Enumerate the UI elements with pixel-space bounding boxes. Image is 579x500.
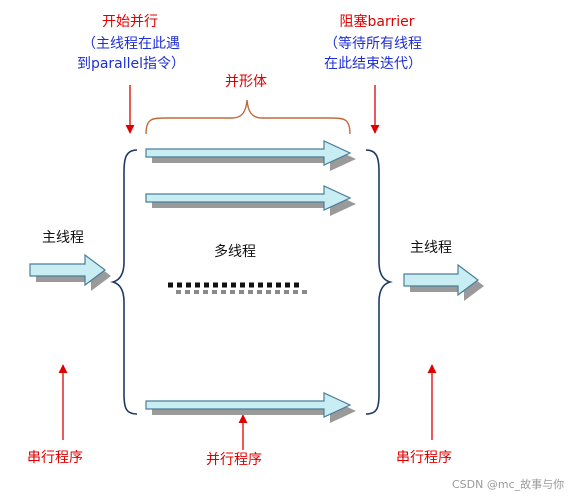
multi-thread-label: 多线程 [214,244,256,260]
main-thread-arrow-out-body [403,263,479,297]
serial-program-right-label: 串行程序 [396,450,452,466]
serial-program-left-label: 串行程序 [27,450,83,466]
start-note-line2: 到parallel指令） [76,56,186,72]
team-brace [145,99,351,135]
start-parallel-label: 开始并行 [102,14,158,30]
thread-arrow-1-shadow [152,147,356,171]
main-thread-left-label: 主线程 [42,230,84,246]
thread-arrow-last-body [145,392,352,418]
main-thread-right-label: 主线程 [410,240,452,256]
start-note-line1: （主线程在此遇 [82,36,180,52]
thread-arrow-1-body [145,140,352,166]
main-thread-arrow-out [403,263,484,301]
barrier-note-line1: （等待所有线程 [324,36,422,52]
barrier-note-line2: 在此结束迭代） [324,56,422,72]
thread-arrow-2 [145,185,356,216]
csdn-watermark: CSDN @mc_故事与你 [452,478,565,491]
parallel-program-label: 并行程序 [206,452,262,468]
fork-brace [110,149,138,415]
main-thread-arrow-in-body [29,253,106,287]
thread-arrow-2-body [145,185,352,211]
join-brace [365,149,393,415]
thread-arrow-last [145,392,356,423]
barrier-label: 阻塞barrier [339,14,415,30]
thread-arrow-1 [145,140,356,171]
thread-arrow-last-shadow [152,399,356,423]
main-thread-arrow-in [29,253,111,291]
thread-arrow-2-shadow [152,192,356,216]
team-label: 并形体 [225,74,267,90]
